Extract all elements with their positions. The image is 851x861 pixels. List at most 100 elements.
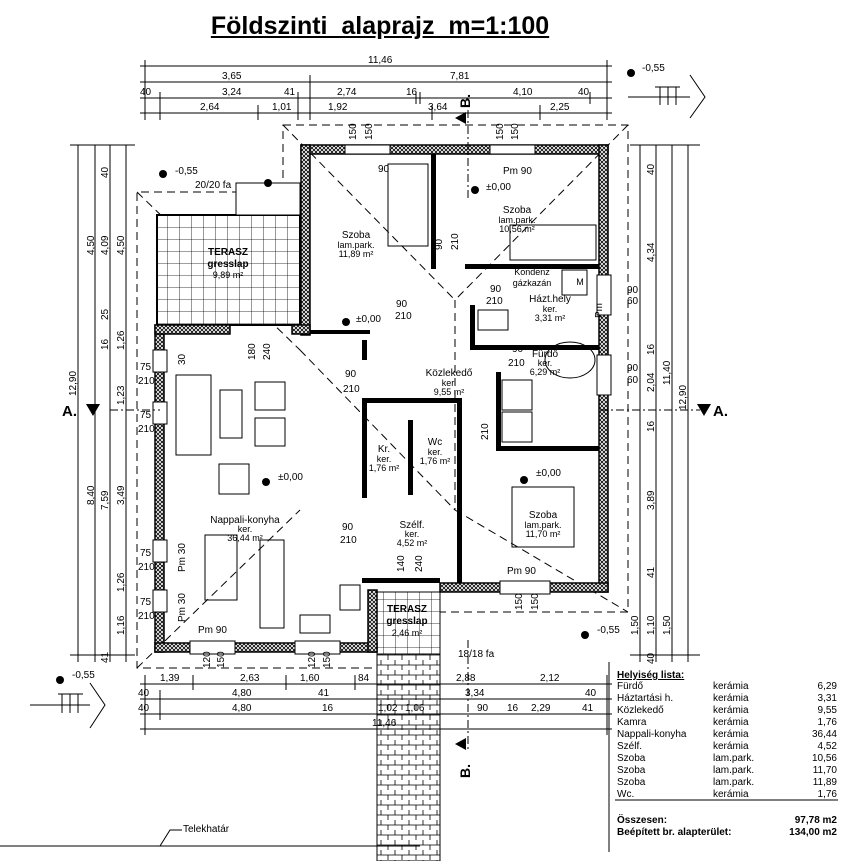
section-b-mark: B. B. xyxy=(455,94,473,778)
label: 90 xyxy=(378,164,390,175)
label: Fürdő xyxy=(617,681,644,692)
room-floor: ker. xyxy=(377,454,392,464)
room-floor: ker. xyxy=(538,358,553,368)
room-area: 36,44 m² xyxy=(227,533,263,543)
room-floor: ker. xyxy=(238,524,253,534)
label: 9,55 xyxy=(818,705,838,716)
label: 90 xyxy=(627,363,639,374)
roof-ridge-lines xyxy=(136,124,629,669)
label: 1,76 xyxy=(818,717,838,728)
label: 210 xyxy=(138,611,155,622)
label: kerámia xyxy=(713,741,749,752)
label: 90 xyxy=(490,284,502,295)
label: 120 xyxy=(202,651,213,668)
room-area: 11,70 m² xyxy=(526,529,561,539)
terrace-south xyxy=(376,591,441,655)
label: 4,34 xyxy=(646,242,657,262)
label: 1,01 xyxy=(272,102,292,113)
label: 1,76 xyxy=(818,789,838,800)
label: 40 xyxy=(646,163,657,175)
label: 1,50 xyxy=(630,615,641,635)
label: Szoba xyxy=(617,753,646,764)
pm30-label: Pm 30 xyxy=(177,593,188,622)
pm30-label: Pm 30 xyxy=(177,543,188,572)
room-name: TERASZ xyxy=(387,604,427,615)
label: 150 xyxy=(348,123,359,140)
label: 1,26 xyxy=(116,572,127,592)
post-label: 18/18 fa xyxy=(458,649,495,660)
label: 90 xyxy=(342,522,354,533)
label: 120 xyxy=(307,651,318,668)
label: 60 xyxy=(627,296,639,307)
label: 40 xyxy=(646,652,657,664)
label: lam.park. xyxy=(713,777,754,788)
room-name: Közlekedő xyxy=(426,368,473,379)
label: 3,49 xyxy=(116,485,127,505)
label: 2,88 xyxy=(456,673,476,684)
label: 2,29 xyxy=(531,703,551,714)
label: 1,23 xyxy=(116,385,127,405)
room-area: 6,29 m² xyxy=(530,367,561,377)
label: 16 xyxy=(646,343,657,355)
room-area: 2,46 m² xyxy=(392,628,423,638)
room-floor: gresslap xyxy=(386,616,427,627)
label: 41 xyxy=(582,703,594,714)
label: 1,50 xyxy=(662,615,673,635)
interior-walls xyxy=(310,154,599,583)
label: 7,59 xyxy=(100,490,111,510)
label: 40 xyxy=(138,688,150,699)
section-a-label: A. xyxy=(713,403,728,420)
room-floor: lam.park. xyxy=(498,215,535,225)
label: 210 xyxy=(486,296,503,307)
label: 90 xyxy=(627,285,639,296)
room-floor: ker. xyxy=(428,447,443,457)
table-row: Fürdő kerámia 6,29 xyxy=(617,681,837,692)
label: Kamra xyxy=(617,717,647,728)
section-a-label: A. xyxy=(62,403,77,420)
dimension-lines-left: 40 4,50 4,09 4,50 25 16 1,26 12,90 1,23 … xyxy=(68,144,135,663)
label: 3,65 xyxy=(222,71,242,82)
built-area-value: 134,00 m2 xyxy=(789,827,837,838)
label: 140 xyxy=(396,555,407,572)
label: 4,52 xyxy=(818,741,838,752)
total-value: 97,78 m2 xyxy=(795,815,838,826)
label: 36,44 xyxy=(812,729,837,740)
label: 150 xyxy=(510,123,521,140)
room-floor: ker. xyxy=(543,304,558,314)
label: 25 xyxy=(100,308,111,320)
label: 3,31 xyxy=(818,693,838,704)
label: 6,29 xyxy=(818,681,838,692)
label: 210 xyxy=(480,423,491,440)
label: Nappali-konyha xyxy=(617,729,687,740)
terrace-north xyxy=(156,214,301,326)
label: 16 xyxy=(646,420,657,432)
label: Közlekedő xyxy=(617,705,664,716)
label: 240 xyxy=(414,555,425,572)
label: Szoba xyxy=(617,765,646,776)
label: lam.park. xyxy=(713,753,754,764)
label: 2,04 xyxy=(646,372,657,392)
room-name: Fürdő xyxy=(532,349,559,360)
label: 40 xyxy=(100,166,111,178)
built-area-label: Beépített br. alapterület: xyxy=(617,827,731,838)
label: 150 xyxy=(322,651,333,668)
label: 210 xyxy=(450,233,461,250)
total-label: Összesen: xyxy=(617,813,667,826)
label: 40 xyxy=(138,703,150,714)
column-marker xyxy=(264,179,272,187)
room-area: 10,56 m² xyxy=(499,224,535,234)
label: Háztartási h. xyxy=(617,693,673,704)
room-floor: lam.park. xyxy=(524,520,561,530)
room-floor: gresslap xyxy=(207,259,248,270)
label: 4,09 xyxy=(100,235,111,255)
label: kerámia xyxy=(713,705,749,716)
meter-label: M xyxy=(576,277,584,287)
room-area: 3,31 m² xyxy=(535,313,566,323)
label: kerámia xyxy=(713,681,749,692)
